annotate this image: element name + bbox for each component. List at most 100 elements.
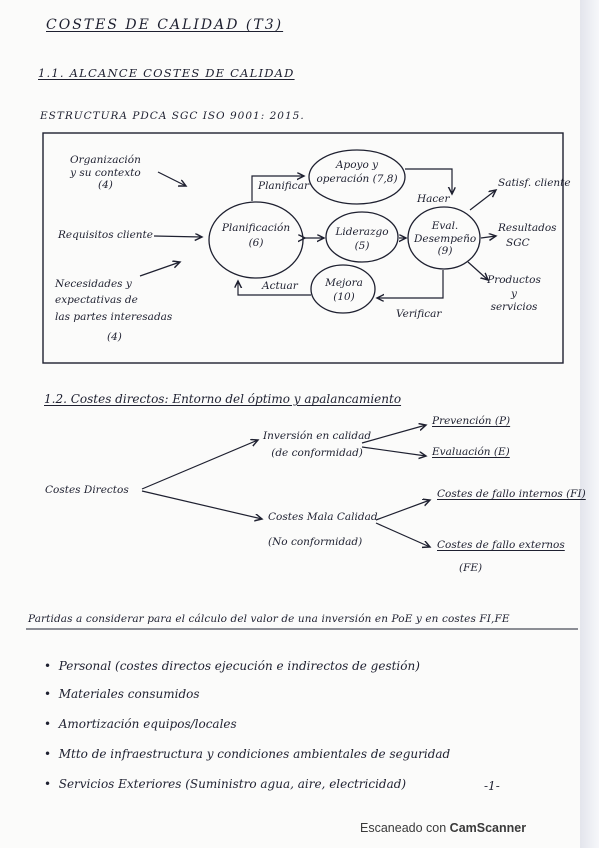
section-3-intro: Partidas a considerar para el cálculo de… — [28, 613, 510, 625]
label-do: Hacer — [417, 193, 450, 205]
input-organization-line-2: y su contexto — [70, 166, 141, 179]
plan-arrow — [251, 176, 304, 201]
input-organization-line-1: Organización — [70, 154, 141, 166]
bullet-icon: • — [44, 659, 59, 673]
section-1-heading: 1.1. ALCANCE COSTES DE CALIDAD — [38, 66, 295, 80]
scanned-page — [0, 0, 580, 848]
needs-arrow — [139, 262, 180, 277]
branch-investment-line-2: (de conformidad) — [271, 446, 363, 459]
node-leadership: Liderazgo (5) — [333, 227, 391, 251]
leaf-evaluation: Evaluación (E) — [432, 446, 510, 458]
output-products-line-1: Productos — [487, 274, 541, 286]
node-support-line-2: operación (7,8) — [316, 172, 398, 185]
node-evaluation-line-3: (9) — [437, 245, 453, 257]
input-needs-line-1: Necesidades y — [55, 278, 132, 290]
output-results-line-2: SGC — [506, 236, 530, 249]
label-act: Actuar — [262, 280, 298, 292]
satisfaction-arrow — [469, 190, 496, 211]
pdca-subheading: ESTRUCTURA PDCA SGC ISO 9001: 2015. — [40, 110, 305, 122]
page-number: -1- — [484, 779, 500, 793]
footer-brand: CamScanner — [449, 821, 527, 835]
node-planning: Planificación (6) — [218, 223, 294, 248]
leadership-circle — [325, 211, 399, 263]
tree-root: Costes Directos — [45, 484, 129, 496]
input-organization: Organización y su contexto (4) — [70, 155, 141, 191]
cost-item-text: Materiales consumidos — [58, 687, 200, 701]
label-check: Verificar — [396, 308, 442, 320]
input-needs-line-3: las partes interesadas — [55, 310, 173, 323]
cost-item-text: Personal (costes directos ejecución e in… — [58, 659, 420, 673]
bad-to-external — [375, 522, 430, 547]
leaf-external-failure: Costes de fallo externos (FE) — [437, 540, 565, 573]
node-improvement-line-1: Mejora — [325, 277, 363, 289]
check-arrow — [377, 270, 444, 298]
leaf-prevention: Prevención (P) — [432, 415, 511, 427]
root-to-invest — [141, 440, 258, 490]
label-plan: Planificar — [258, 180, 309, 192]
page-title: COSTES DE CALIDAD (T3) — [46, 17, 284, 33]
branch-investment-line-1: Inversión en calidad — [263, 430, 372, 442]
pdca-frame — [42, 132, 564, 364]
input-needs-line-4: (4) — [107, 330, 122, 343]
input-needs: Necesidades y expectativas de las partes… — [55, 276, 172, 345]
node-leadership-line-1: Liderazgo — [335, 226, 389, 238]
leaf-external-failure-line-2: (FE) — [459, 561, 483, 574]
requirements-arrow — [153, 236, 202, 237]
bad-to-internal — [375, 500, 430, 521]
cost-item-text: Servicios Exteriores (Suministro agua, a… — [58, 777, 407, 791]
node-improvement-line-2: (10) — [333, 290, 355, 303]
bullet-icon: • — [44, 717, 59, 731]
output-satisfaction: Satisf. cliente — [498, 177, 571, 189]
evaluation-circle — [407, 206, 481, 270]
node-improvement: Mejora (10) — [316, 278, 372, 302]
cost-items-list: • Personal (costes directos ejecución e … — [44, 660, 450, 790]
products-arrow — [467, 261, 488, 280]
node-support: Apoyo y operación (7,8) — [312, 160, 402, 184]
input-requirements: Requisitos cliente — [58, 229, 153, 241]
node-support-line-1: Apoyo y — [335, 159, 379, 171]
node-planning-line-1: Planificación — [221, 222, 291, 234]
leaf-external-failure-line-1: Costes de fallo externos — [437, 539, 565, 551]
section-2-heading: 1.2. Costes directos: Entorno del óptimo… — [44, 392, 402, 406]
cost-item: • Materiales consumidos — [44, 688, 450, 700]
bullet-icon: • — [44, 777, 59, 791]
node-evaluation-line-2: Desempeño — [414, 232, 477, 245]
bullet-icon: • — [44, 687, 59, 701]
cost-item: • Servicios Exteriores (Suministro agua,… — [44, 778, 450, 790]
output-results: Resultados SGC — [498, 223, 557, 248]
output-products-line-3: servicios — [490, 301, 538, 313]
output-products-line-2: y — [511, 287, 517, 300]
invest-to-eval — [361, 446, 426, 456]
branch-bad-quality-line-1: Costes Mala Calidad — [268, 511, 378, 523]
cost-item-text: Amortización equipos/locales — [58, 717, 237, 731]
improvement-circle — [310, 264, 376, 314]
cost-item-text: Mtto de infraestructura y condiciones am… — [58, 747, 451, 761]
node-evaluation: Eval. Desempeño (9) — [414, 221, 476, 257]
page-edge — [580, 0, 599, 848]
node-evaluation-line-1: Eval. — [431, 220, 459, 232]
node-leadership-line-2: (5) — [354, 239, 370, 252]
support-circle — [308, 149, 406, 205]
org-arrow — [157, 171, 186, 186]
branch-investment: Inversión en calidad (de conformidad) — [263, 431, 371, 458]
root-to-bad — [141, 490, 262, 519]
node-planning-line-2: (6) — [248, 236, 264, 249]
invest-to-prev — [361, 425, 426, 444]
output-results-line-1: Resultados — [498, 222, 557, 234]
input-organization-line-3: (4) — [97, 179, 113, 191]
results-arrow — [480, 236, 496, 238]
bullet-icon: • — [44, 747, 59, 761]
leaf-internal-failure: Costes de fallo internos (FI) — [437, 488, 586, 500]
input-needs-line-2: expectativas de — [55, 294, 138, 307]
branch-bad-quality: Costes Mala Calidad (No conformidad) — [268, 512, 378, 547]
cost-item: • Amortización equipos/locales — [44, 718, 450, 730]
output-products: Productos y servicios — [486, 275, 542, 313]
cost-item: • Mtto de infraestructura y condiciones … — [44, 748, 450, 760]
footer-prefix: Escaneado con — [360, 821, 447, 835]
act-arrow — [238, 281, 311, 296]
do-arrow — [405, 168, 452, 194]
branch-bad-quality-line-2: (No conformidad) — [268, 535, 363, 548]
scanner-footer: Escaneado con CamScanner — [360, 821, 526, 835]
cost-item: • Personal (costes directos ejecución e … — [44, 660, 450, 672]
